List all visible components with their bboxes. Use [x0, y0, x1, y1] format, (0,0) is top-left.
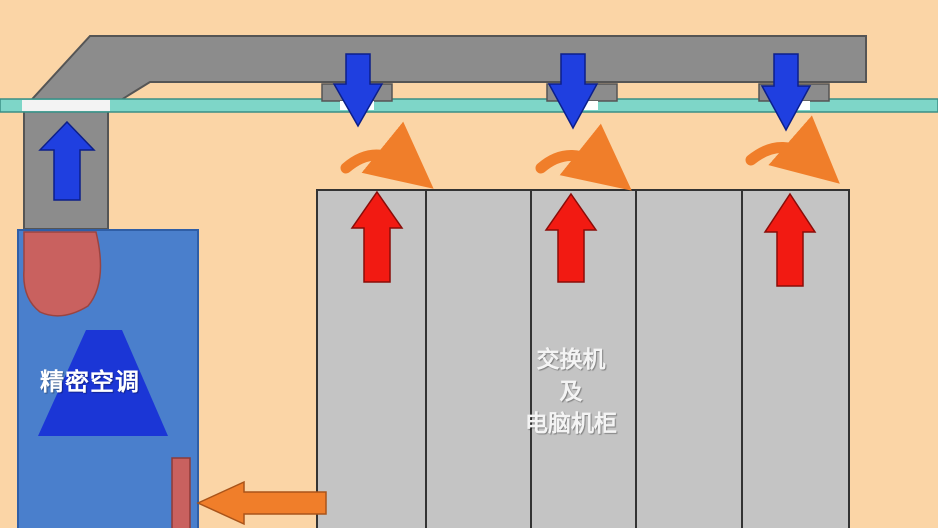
cabinet-2	[425, 189, 532, 528]
cabinet-label-line-2: 及	[559, 379, 583, 405]
cold-air-down-arrow-2	[547, 53, 599, 130]
circulation-arrows	[340, 115, 840, 191]
hot-air-up-arrow-2	[544, 192, 598, 283]
circulation-arrow-1	[340, 121, 434, 189]
cabinet-label-line-1: 交换机	[536, 347, 606, 373]
hot-air-up-arrow-3	[763, 192, 817, 287]
precision-ac-unit	[17, 229, 199, 528]
ac-unit-label: 精密空调	[40, 368, 140, 396]
cooling-coil	[38, 330, 168, 436]
hot-air-up-arrows	[350, 190, 817, 287]
return-grille	[171, 457, 191, 528]
circulation-arrow-2	[535, 123, 632, 191]
cold-air-down-arrows	[332, 53, 812, 132]
hot-air-up-arrow-1	[350, 190, 404, 283]
cold-air-down-arrow-3	[760, 53, 812, 132]
cabinet-row	[316, 189, 850, 528]
cold-air-up-arrow	[38, 120, 96, 201]
duct-opening	[22, 100, 110, 111]
cold-air-down-arrow-1	[332, 53, 384, 128]
blower-fan	[23, 231, 102, 317]
return-air-arrow	[196, 480, 327, 526]
ceiling-line	[0, 98, 938, 113]
cabinet-label-line-3: 电脑机柜	[525, 411, 617, 437]
cabinet-label: 交换机 及 电脑机柜	[505, 344, 637, 440]
cabinet-4	[635, 189, 743, 528]
circulation-arrow-3	[745, 115, 840, 184]
